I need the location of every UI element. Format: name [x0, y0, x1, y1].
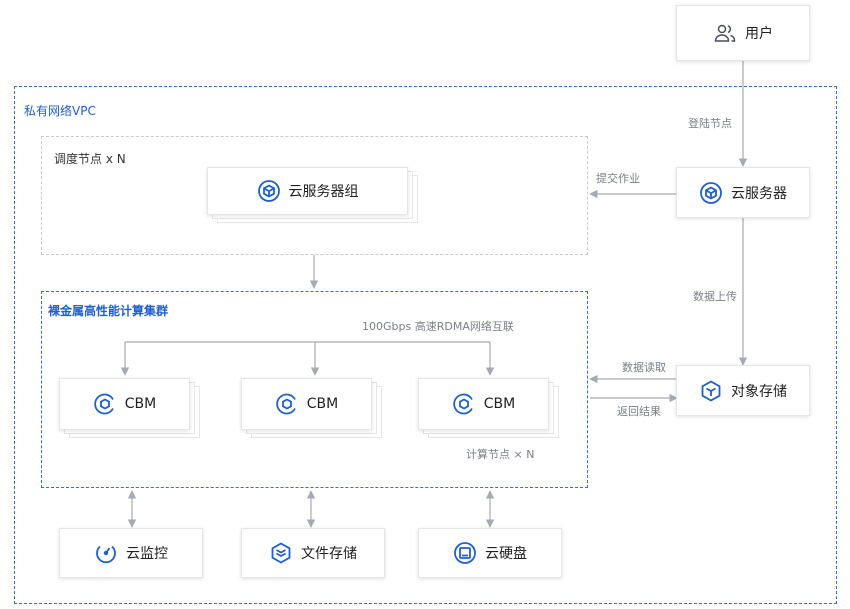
node-cloud-disk-label: 云硬盘 [485, 546, 527, 562]
node-cbm-1[interactable]: CBM [59, 378, 190, 430]
node-cvm-label: 云服务器 [731, 185, 787, 202]
disk-icon [453, 541, 477, 565]
node-user-label: 用户 [745, 26, 773, 42]
cube-icon [257, 179, 281, 203]
node-object-storage-label: 对象存储 [731, 383, 787, 400]
node-cloud-disk[interactable]: 云硬盘 [418, 528, 562, 578]
node-user[interactable]: 用户 [676, 5, 810, 61]
cbm-icon [452, 392, 476, 416]
network-label: 100Gbps 高速RDMA网络互联 [362, 320, 514, 333]
compute-nodes-label: 计算节点 × N [466, 448, 535, 461]
node-cbm-3-label: CBM [483, 396, 516, 412]
node-cloud-monitor-label: 云监控 [126, 546, 168, 562]
edge-label-return: 返回结果 [617, 405, 661, 418]
box-icon [699, 379, 723, 403]
scheduling-label: 调度节点 x N [54, 152, 126, 166]
node-cbm-1-label: CBM [124, 396, 157, 412]
node-cbm-3[interactable]: CBM [418, 378, 549, 430]
cluster-label: 裸金属高性能计算集群 [48, 304, 169, 318]
node-cvm[interactable]: 云服务器 [676, 167, 810, 218]
cbm-icon [93, 392, 117, 416]
edge-label-upload: 数据上传 [693, 290, 737, 303]
node-cbm-2[interactable]: CBM [241, 378, 372, 430]
node-cvm-group-label: 云服务器组 [288, 184, 359, 200]
edge-label-read: 数据读取 [622, 361, 666, 374]
vpc-frame [14, 86, 837, 604]
node-object-storage[interactable]: 对象存储 [676, 365, 810, 416]
cube-icon [699, 181, 723, 205]
node-cloud-monitor[interactable]: 云监控 [59, 528, 203, 578]
node-file-storage-label: 文件存储 [301, 546, 357, 562]
users-icon [713, 21, 737, 45]
monitor-icon [94, 541, 118, 565]
edge-label-login: 登陆节点 [688, 117, 732, 130]
cluster-frame [41, 291, 588, 488]
node-cbm-2-label: CBM [306, 396, 339, 412]
edge-label-submit: 提交作业 [596, 172, 640, 185]
scheduling-frame [41, 136, 588, 255]
node-cvm-group[interactable]: 云服务器组 [207, 167, 408, 215]
layers-icon [269, 541, 293, 565]
node-file-storage[interactable]: 文件存储 [241, 528, 385, 578]
vpc-label: 私有网络VPC [24, 104, 96, 118]
cbm-icon [275, 392, 299, 416]
